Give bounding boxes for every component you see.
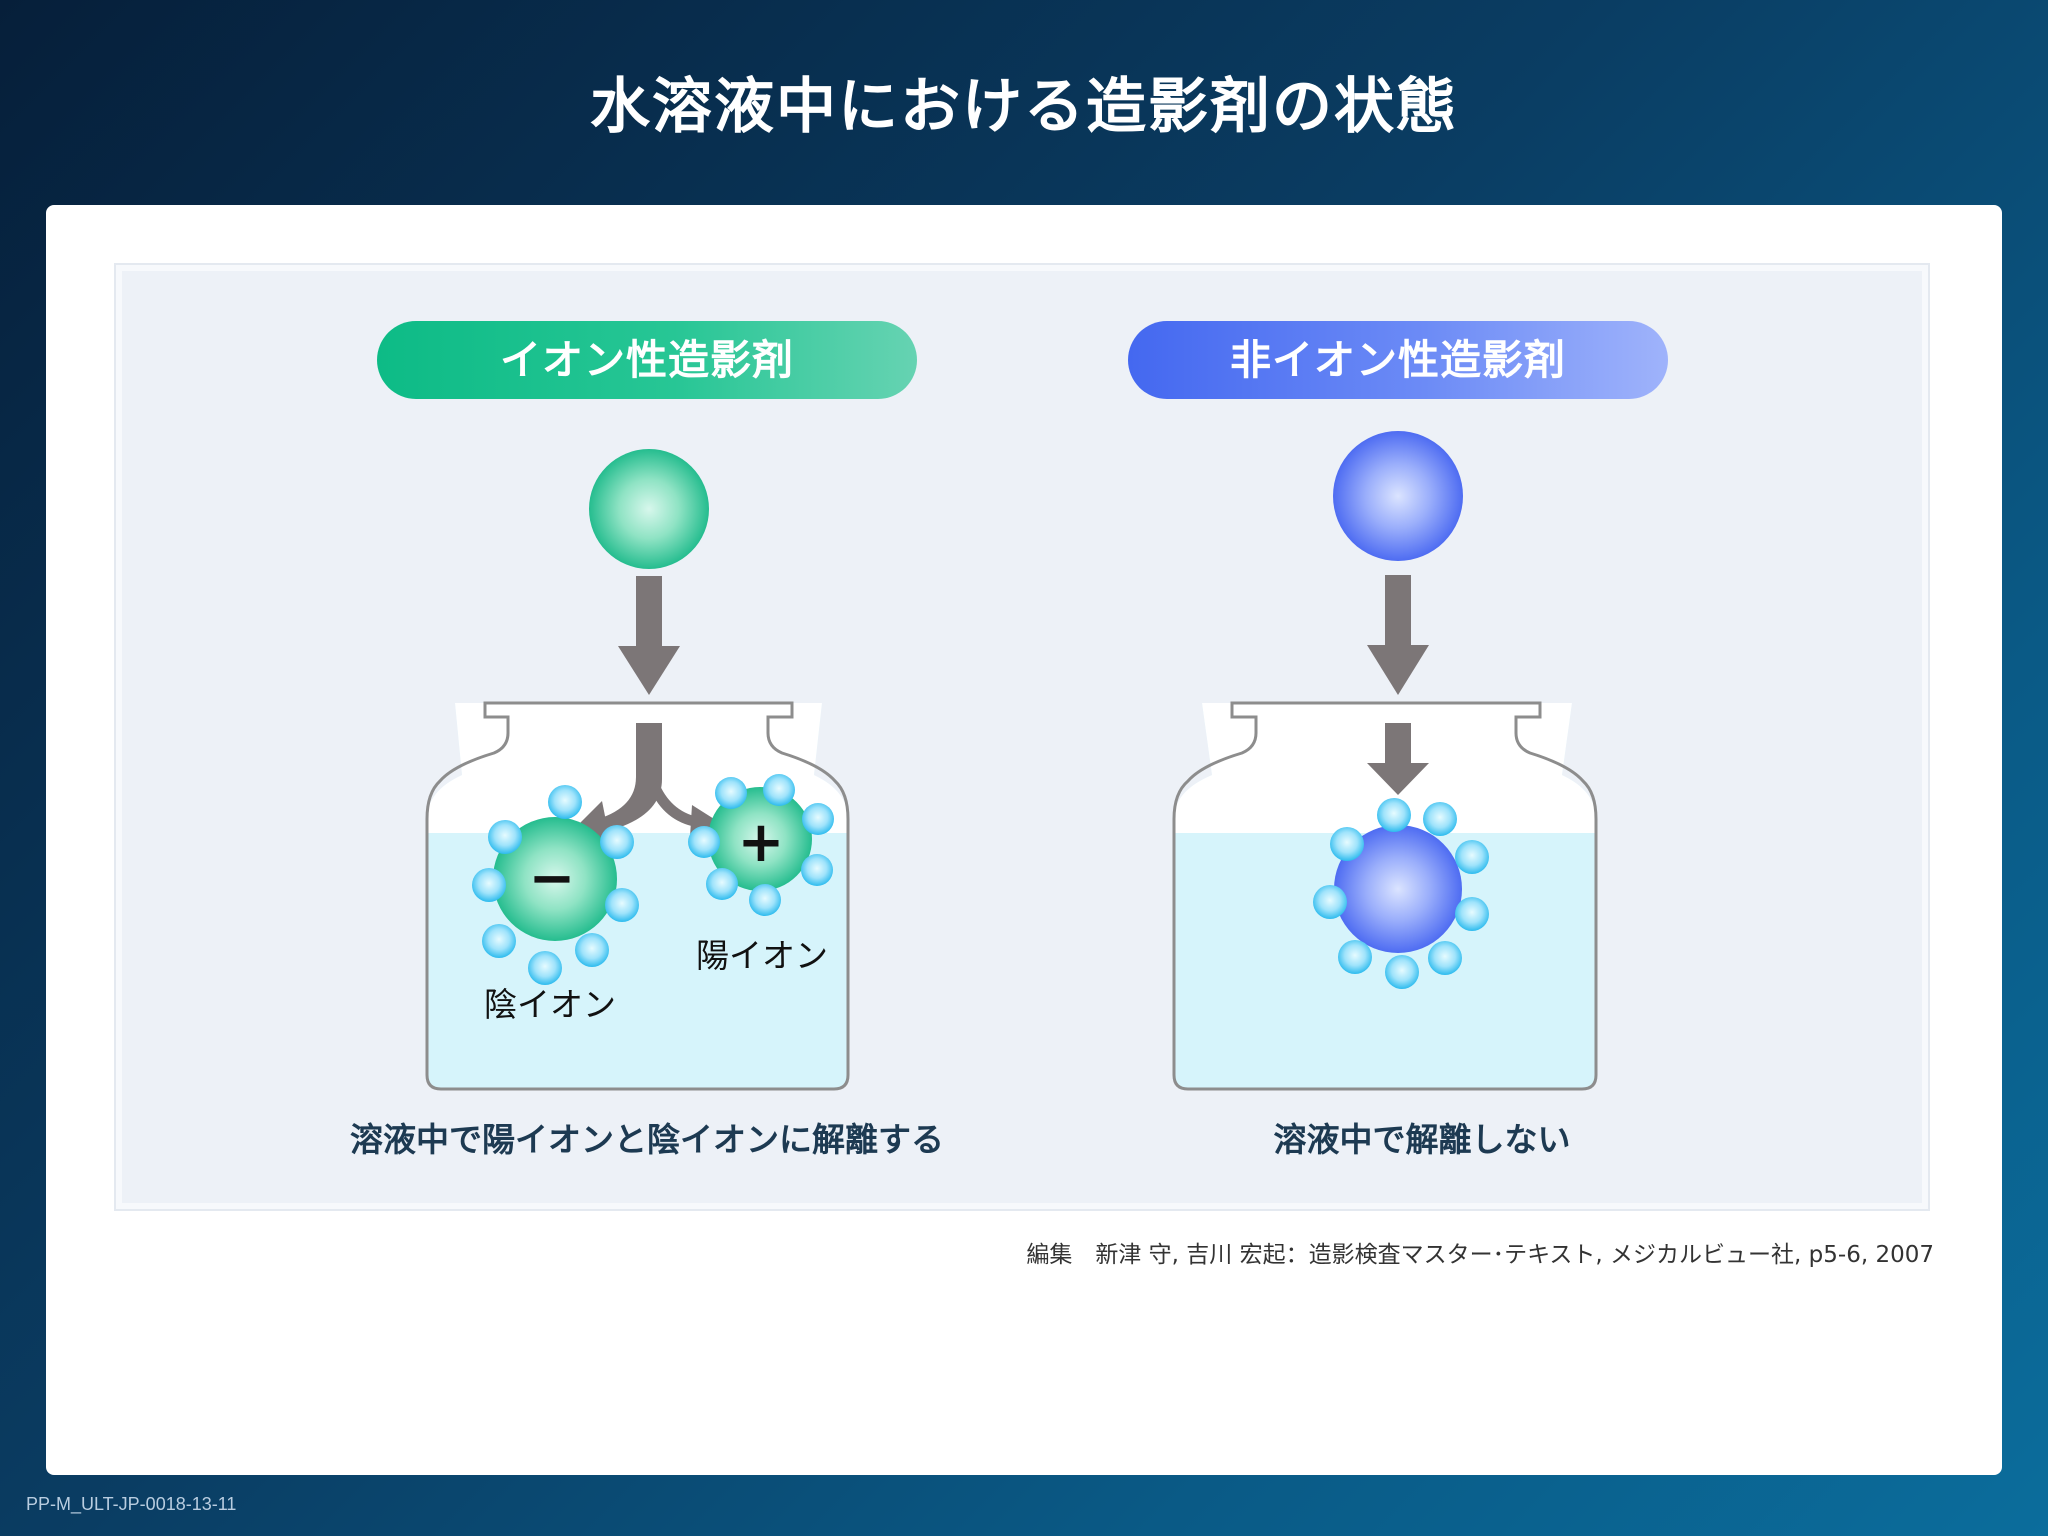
arrow-down-icon <box>1367 575 1429 695</box>
cation-sign: + <box>738 810 785 875</box>
arrow-down-icon <box>618 576 680 695</box>
ionic-caption: 溶液中で陽イオンと陰イオンに解離する <box>350 1120 944 1159</box>
contrast-diagram: − + 陽イオン 陰イオン <box>425 431 1598 1091</box>
diagram-panel: イオン性造影剤 非イオン性造影剤 <box>114 263 1930 1211</box>
nonionic-contrast-molecule <box>1333 431 1463 561</box>
water-molecules <box>1313 798 1489 989</box>
nonionic-cluster <box>1313 798 1489 989</box>
nonionic-caption: 溶液中で解離しない <box>1273 1120 1571 1159</box>
arrow-down-icon <box>1367 723 1429 795</box>
document-code: PP-M_ULT-JP-0018-13-11 <box>26 1494 237 1514</box>
nonionic-contrast-heading: 非イオン性造影剤 <box>1128 321 1668 399</box>
anion-sign: − <box>529 846 576 911</box>
ionic-contrast-heading: イオン性造影剤 <box>377 321 917 399</box>
water-molecules <box>688 774 834 916</box>
anion-cluster: − <box>472 785 639 985</box>
water-molecules <box>472 785 639 985</box>
ionic-contrast-molecule <box>589 449 709 569</box>
page-title: 水溶液中における造影剤の状態 <box>590 72 1458 142</box>
citation: 編集 新津 守, 吉川 宏起：造影検査マスター･テキスト, メジカルビュー社, … <box>1026 1242 1934 1268</box>
cation-label: 陽イオン <box>696 936 828 975</box>
cation-cluster: + <box>688 774 834 916</box>
content-card: イオン性造影剤 非イオン性造影剤 <box>46 205 2002 1475</box>
anion-label: 陰イオン <box>484 985 616 1024</box>
